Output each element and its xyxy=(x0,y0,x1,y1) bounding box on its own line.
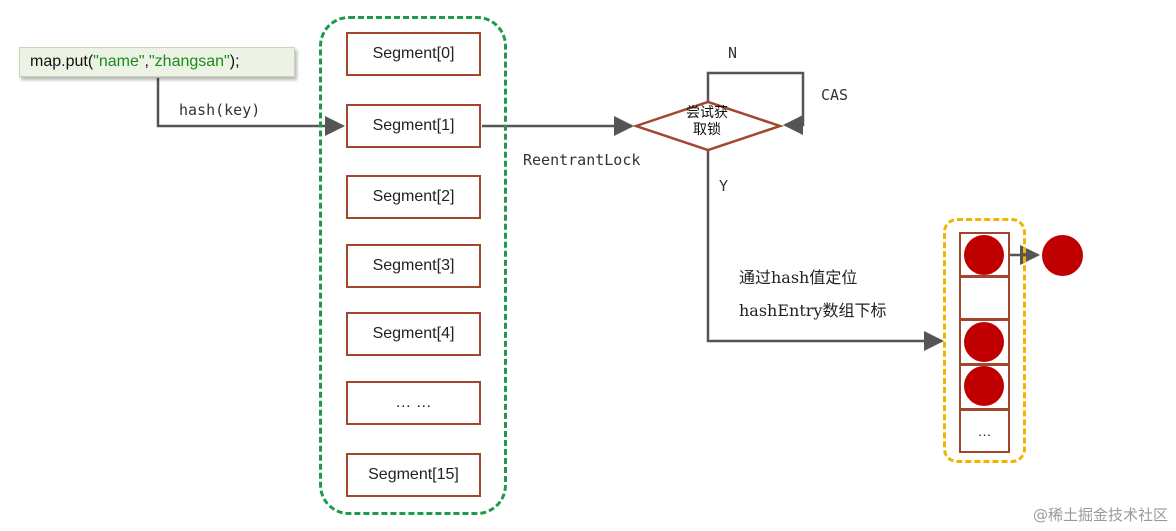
try-lock-text: 尝试获 取锁 xyxy=(676,105,738,139)
try-lock-line1: 尝试获 xyxy=(686,105,728,121)
segment-2: Segment[2] xyxy=(346,175,481,219)
locate-line1: 通过hash值定位 xyxy=(739,268,858,287)
hash-entry-cell xyxy=(959,276,1010,320)
yes-label: Y xyxy=(719,177,729,195)
code-prefix: map.put( xyxy=(30,53,94,70)
segment-15: Segment[15] xyxy=(346,453,481,497)
no-label: N xyxy=(728,44,738,62)
linked-node xyxy=(1042,235,1083,276)
locate-line2: hashEntry数组下标 xyxy=(739,301,887,320)
code-suffix: ); xyxy=(229,53,240,70)
cas-label: CAS xyxy=(821,86,849,104)
segment-0: Segment[0] xyxy=(346,32,481,76)
watermark: @稀土掘金技术社区 xyxy=(1032,506,1168,524)
cas-loop-arrow xyxy=(706,71,805,135)
entry-node xyxy=(964,235,1004,275)
try-lock-line2: 取锁 xyxy=(693,122,721,138)
locate-arrow xyxy=(706,150,944,351)
hash-entry-container xyxy=(943,218,1026,463)
segment-4: Segment[4] xyxy=(346,312,481,356)
segment-ellipsis: … … xyxy=(346,381,481,425)
segment-array-container xyxy=(319,16,507,515)
entry-node xyxy=(964,322,1004,362)
segment-3: Segment[3] xyxy=(346,244,481,288)
code-comma: , xyxy=(144,53,149,70)
hash-entry-cell-more: … xyxy=(959,409,1010,453)
code-arg-value: "zhangsan" xyxy=(148,53,230,70)
code-statement: map.put("name","zhangsan"); xyxy=(19,47,295,77)
hash-label: hash(key) xyxy=(179,101,261,119)
entry-node xyxy=(964,366,1004,406)
code-arg-key: "name" xyxy=(93,53,145,70)
reentrant-lock-label: ReentrantLock xyxy=(523,151,641,169)
segment-1: Segment[1] xyxy=(346,104,481,148)
hash-arrow xyxy=(156,78,345,136)
try-lock-diamond xyxy=(632,100,784,152)
